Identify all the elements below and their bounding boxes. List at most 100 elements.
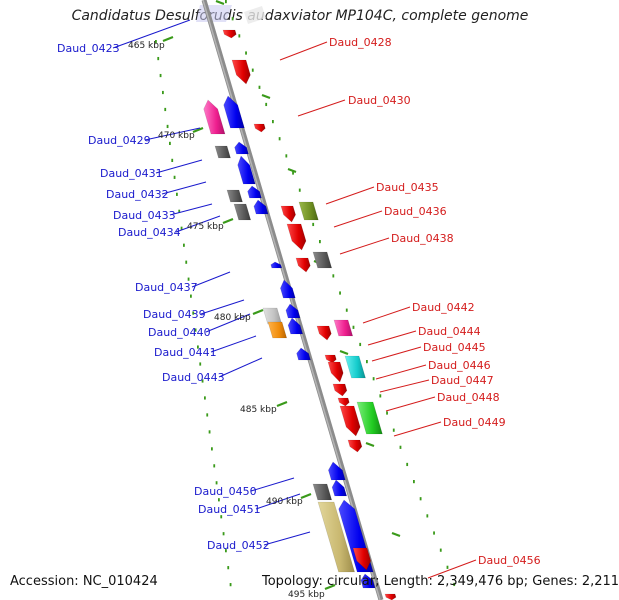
tick-dot [164,107,167,112]
gene-label-right[interactable]: Daud_0445 [423,341,486,354]
label-leader-line [112,19,191,49]
gene-label-right[interactable]: Daud_0430 [348,94,411,107]
gene-label-left[interactable]: Daud_0440 [148,326,211,339]
label-leader-line [279,41,328,61]
gene-label-left[interactable]: Daud_0437 [135,281,198,294]
ghost-feature [244,6,266,24]
label-leader-line [191,271,231,288]
gene-feature [328,461,346,481]
gene-label-right[interactable]: Daud_0449 [443,416,506,429]
tick-dot [227,566,230,570]
gene-feature [331,479,348,497]
tick-dot [218,498,220,502]
gene-label-left[interactable]: Daud_0452 [207,539,270,552]
tick-dot [251,68,254,72]
scale-label: 470 kbp [158,131,195,141]
gene-feature [222,29,237,39]
tick-dot [159,73,162,78]
gene-feature [312,483,333,501]
tick-dot [211,447,213,451]
label-leader-line [255,493,301,510]
gene-label-left[interactable]: Daud_0450 [194,485,257,498]
label-leader-line [144,127,201,141]
gene-label-right[interactable]: Daud_0438 [391,232,454,245]
gene-label-right[interactable]: Daud_0448 [437,391,500,404]
gene-feature [295,257,311,273]
tick-dot [190,294,192,298]
gene-feature [234,141,249,155]
gene-feature [333,319,354,337]
gene-label-left[interactable]: Daud_0443 [162,371,225,384]
gene-feature [332,383,348,397]
gene-label-left[interactable]: Daud_0423 [57,42,120,55]
gene-feature [214,145,231,159]
tick-dots-group [155,0,456,591]
tick-dot [225,0,227,4]
tick-dot [199,362,202,366]
tick-dot [278,137,281,141]
gene-feature [253,123,266,133]
tick-dot [229,583,232,587]
tick-dot [319,240,321,244]
tick-dot [225,549,227,553]
gene-label-right[interactable]: Daud_0447 [431,374,494,387]
tick-dot [180,226,183,230]
major-tick [339,349,349,356]
tick-dot [379,394,382,398]
major-tick [261,93,271,100]
major-tick [365,441,375,448]
gene-feature [285,303,301,319]
tick-dot [178,209,181,213]
gene-label-left[interactable]: Daud_0439 [143,308,206,321]
gene-label-right[interactable]: Daud_0428 [329,36,392,49]
gene-label-right[interactable]: Daud_0444 [418,325,481,338]
label-leader-line [379,379,430,393]
tick-dot [352,325,355,329]
major-tick [192,126,204,134]
label-leader-line [263,531,311,546]
gene-label-left[interactable]: Daud_0429 [88,134,151,147]
scale-label: 475 kbp [187,222,224,232]
ghost-feature [196,5,232,22]
gene-feature [384,593,397,600]
gene-label-left[interactable]: Daud_0433 [113,209,176,222]
gene-label-left[interactable]: Daud_0441 [154,346,217,359]
gene-label-left[interactable]: Daud_0431 [100,167,163,180]
tick-dot [332,274,335,278]
gene-label-right[interactable]: Daud_0442 [412,301,475,314]
gene-feature [360,573,376,589]
genome-backbone [201,0,384,600]
gene-label-right[interactable]: Daud_0446 [428,359,491,372]
gene-feature [327,361,344,383]
label-leader-line [205,313,251,333]
gene-label-left[interactable]: Daud_0434 [118,226,181,239]
gene-label-left[interactable]: Daud_0451 [198,503,261,516]
gene-features-group [203,29,397,600]
gene-feature [312,251,333,269]
tick-dot [258,85,261,89]
label-leader-line [385,396,436,412]
tick-dot [265,102,268,107]
tick-dot [197,345,199,349]
gene-label-right[interactable]: Daud_0436 [384,205,447,218]
gene-label-right[interactable]: Daud_0456 [478,554,541,567]
tick-dot [206,413,209,417]
gene-label-right[interactable]: Daud_0435 [376,181,439,194]
genome-map-canvas: 465 kbp 470 kbp 475 kbp 480 kbp 485 kbp … [57,0,541,600]
tick-dot [157,56,160,61]
genome-map: Candidatus Desulforudis audaxviator MP10… [10,0,619,600]
gene-label-left[interactable]: Daud_0432 [106,188,169,201]
label-leader-line [169,203,213,216]
scale-label: 485 kbp [240,405,277,415]
tick-dot [272,120,274,124]
gene-feature [347,439,363,453]
label-leader-line [333,210,383,228]
tick-dot [220,515,223,519]
major-tick [222,217,234,225]
tick-dot [204,396,206,400]
tick-dot [312,222,315,227]
gene-feature [316,325,332,341]
gene-feature [253,199,269,215]
major-tick [300,492,312,500]
scale-label: 465 kbp [128,41,165,51]
